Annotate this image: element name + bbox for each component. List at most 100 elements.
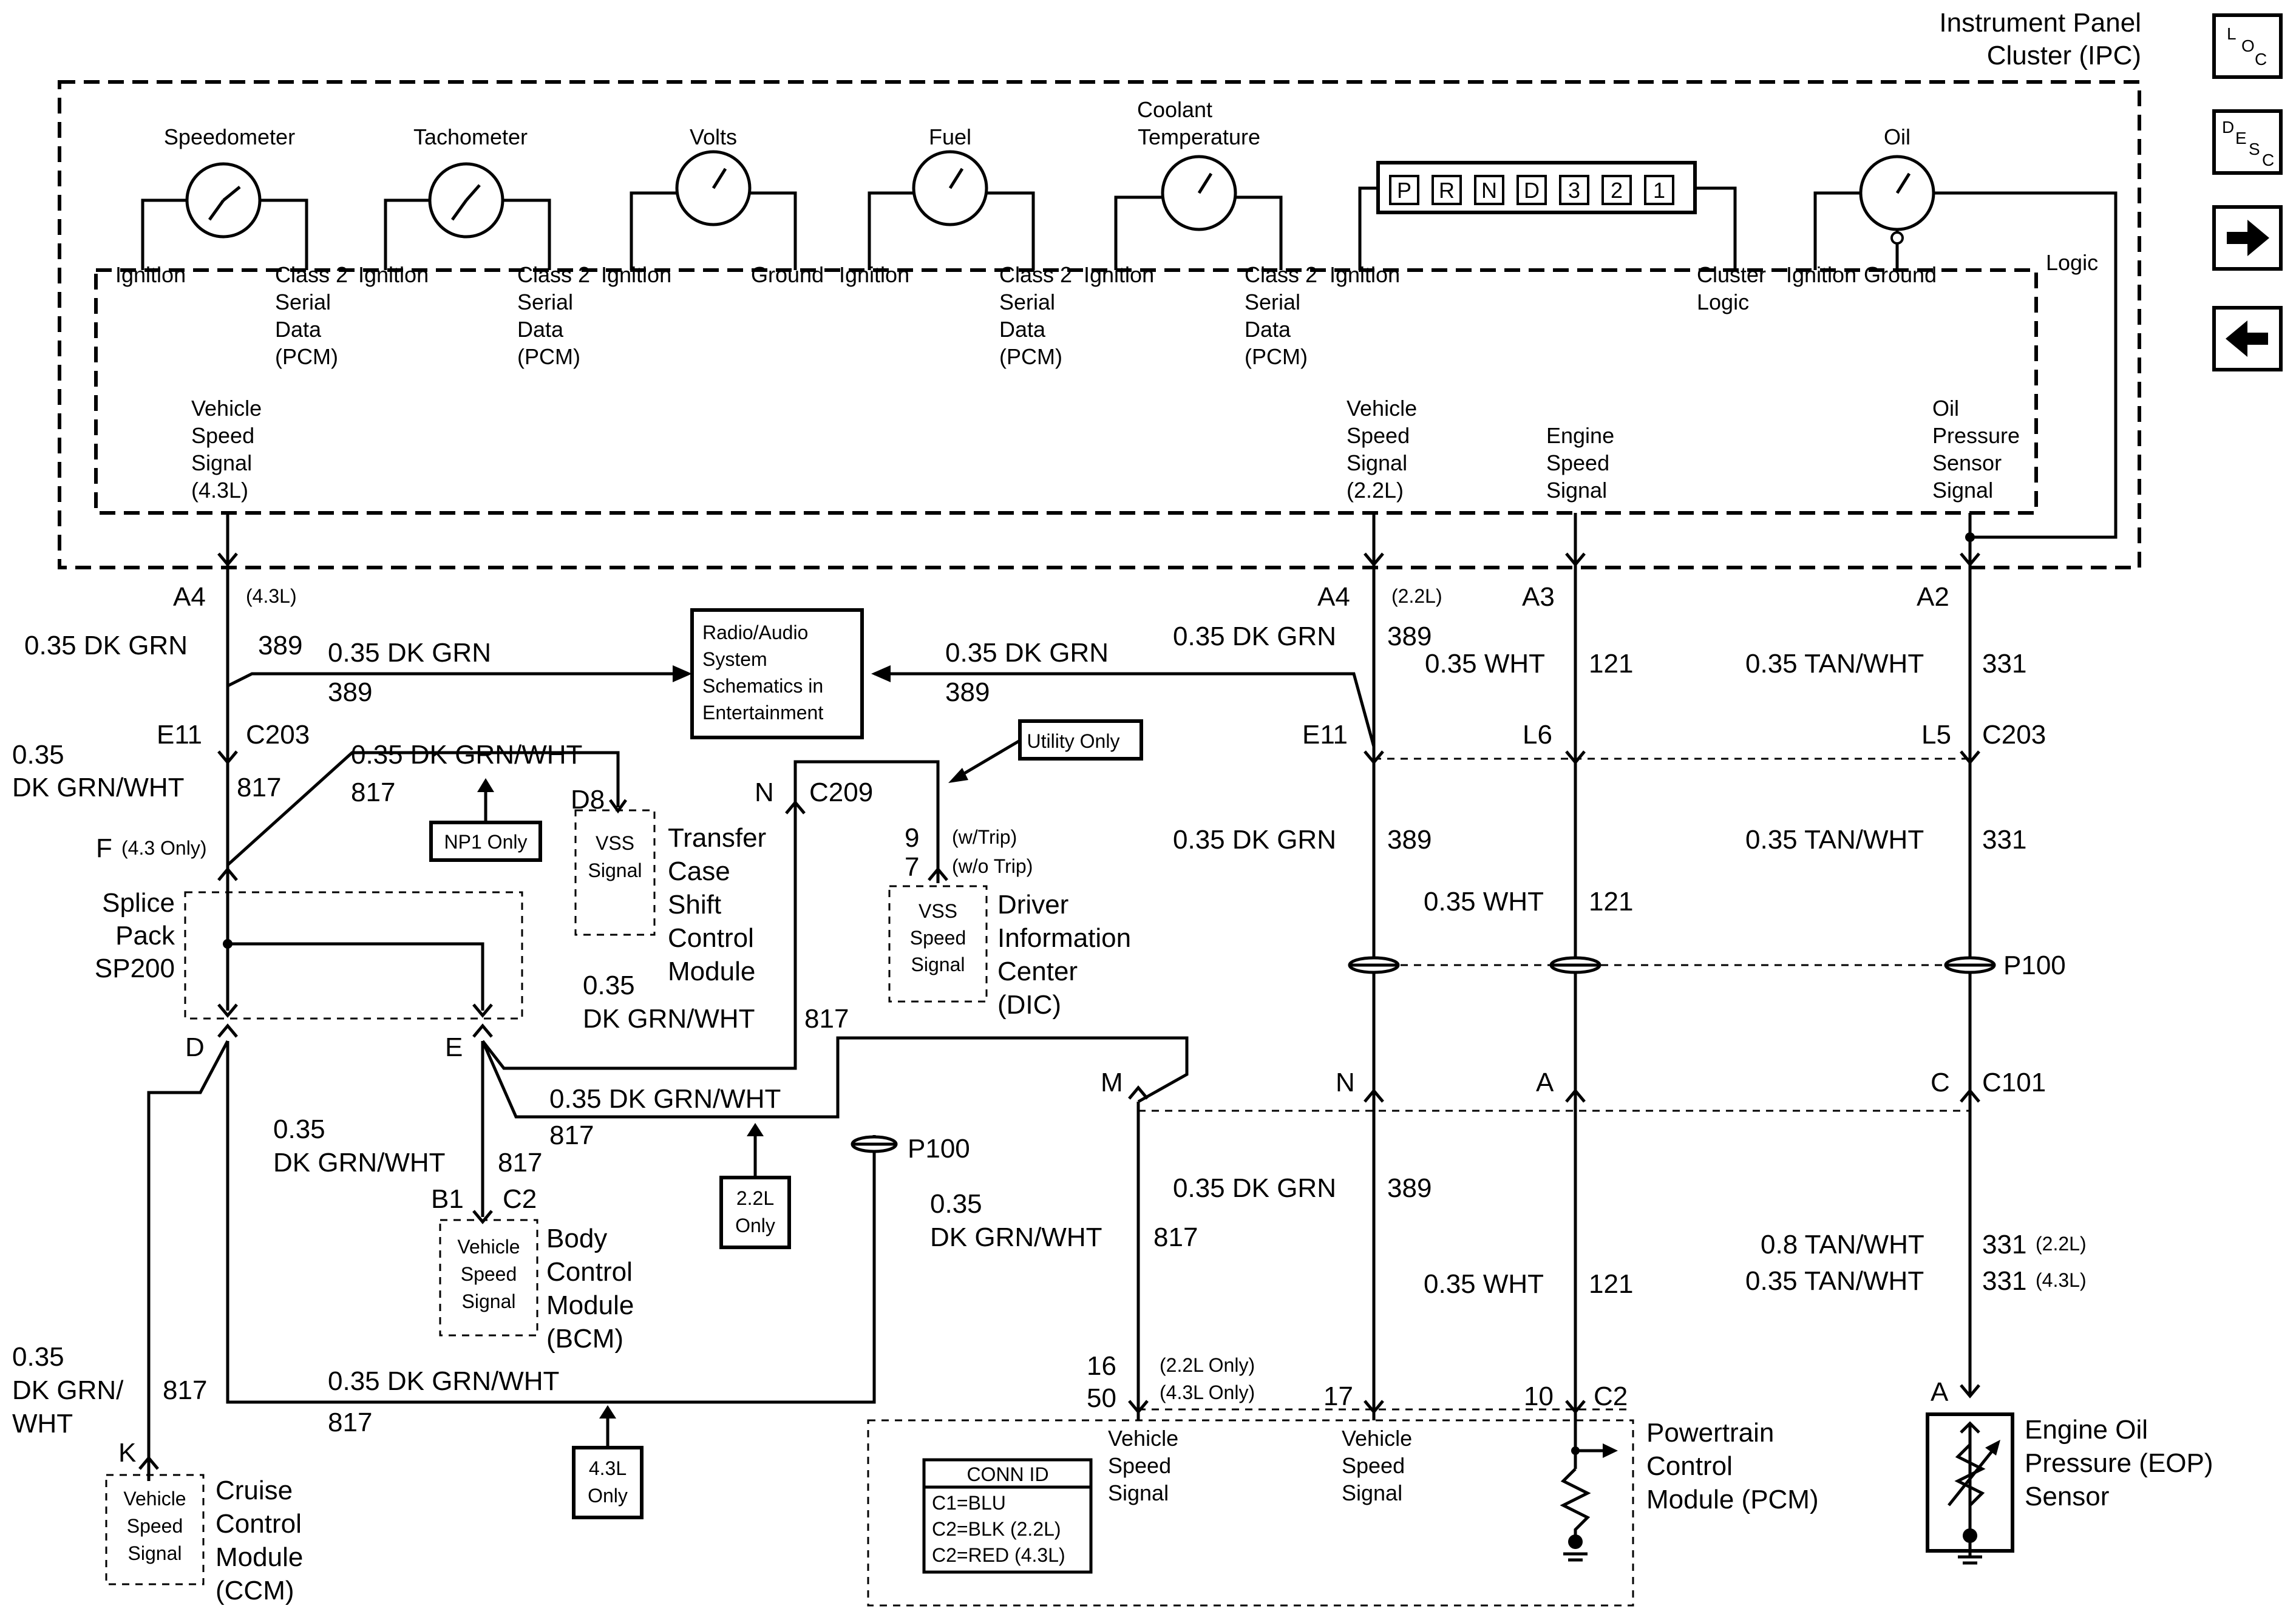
dic-label-2: Information: [997, 923, 1131, 953]
location-button[interactable]: L O C: [2212, 13, 2283, 79]
pin-ess-a: Engine: [1546, 423, 1614, 448]
wire-c209-b: DK GRN/WHT: [583, 1004, 755, 1034]
tachometer-label: Tachometer: [413, 124, 528, 149]
speedometer-label: Speedometer: [164, 124, 295, 149]
conn-a-eop: A: [1931, 1377, 1949, 1407]
wire-bcm-a: 0.35: [273, 1114, 325, 1144]
radio-text-4: Entertainment: [702, 702, 823, 724]
desc-letter-e: E: [2235, 129, 2247, 147]
conn-16: 16: [1087, 1351, 1116, 1381]
dic-vss-3: Signal: [911, 954, 965, 975]
pin-ess-c: Signal: [1546, 478, 1607, 503]
radio-box[interactable]: [690, 608, 864, 739]
conn-e: E: [445, 1032, 463, 1062]
conn-id-c1: C1=BLU: [932, 1492, 1006, 1514]
bcm-box: [439, 1219, 538, 1337]
wire-ccm-b: DK GRN/: [12, 1375, 124, 1405]
splice-label-1: Splice: [102, 888, 175, 918]
conn-c209: C209: [809, 778, 873, 807]
pcm-vss-2a: Vehicle: [1342, 1426, 1412, 1451]
wire-tccm-817: 817: [351, 778, 395, 807]
pin-vss-22-b: Speed: [1347, 423, 1410, 448]
svg-text:3: 3: [1568, 178, 1580, 203]
conn-d8: D8: [571, 785, 605, 815]
pin-logic-7: Logic: [2046, 250, 2098, 275]
prnd-letters: P R N D 3 2 1: [1389, 175, 1674, 205]
circuit-wires: [147, 513, 1975, 1481]
connector-marks: [138, 552, 1980, 1470]
wire-radio-right-dkgrn: 0.35 DK GRN: [945, 638, 1109, 668]
pin-class2-2d: (PCM): [517, 344, 580, 369]
pcm-box: [867, 1419, 1634, 1607]
pin-cluster-b: Logic: [1697, 290, 1749, 314]
radio-text-1: Radio/Audio: [702, 622, 808, 643]
speedometer-gauge: Speedometer: [141, 124, 308, 270]
dic-label-4: (DIC): [997, 990, 1061, 1020]
pcm-vss-1b: Speed: [1108, 1453, 1171, 1478]
conn-m: M: [1101, 1068, 1123, 1097]
pcm-resistor-icon: [1560, 1420, 1618, 1562]
note-22l-2: Only: [735, 1215, 775, 1236]
pin-vss-22-a: Vehicle: [1347, 396, 1417, 421]
conn-p100-left: P100: [908, 1134, 970, 1164]
wire-radio-left-dkgrn: 0.35 DK GRN: [328, 638, 491, 668]
wire-wht-1: 0.35 WHT: [1425, 649, 1545, 679]
note-43l-2: Only: [588, 1485, 628, 1507]
desc-letter-c: C: [2262, 151, 2275, 169]
fuel-label: Fuel: [929, 124, 971, 149]
eop-label-2: Pressure (EOP): [2025, 1448, 2213, 1478]
pin-ops-a: Oil: [1932, 396, 1959, 421]
pin-ignition-4: Ignition: [839, 262, 909, 287]
wire-ccm-817: 817: [163, 1375, 207, 1405]
coolant-label-2: Temperature: [1138, 124, 1260, 149]
description-button[interactable]: D E S C: [2212, 109, 2283, 175]
radio-text-2: System: [702, 648, 767, 670]
labels: P R N D 3 2 1 A4 (4.3L) A4 (2.2L) A3 A2 …: [12, 175, 2213, 1605]
ccm-box: [105, 1474, 205, 1585]
wire-right-dkgrn: 0.35 DK GRN: [1173, 622, 1336, 651]
wire-bottom-dkgrnwht: 0.35 DK GRN/WHT: [328, 1366, 559, 1396]
ccm-label-1: Cruise: [216, 1476, 293, 1505]
tccm-label-3: Shift: [668, 890, 721, 920]
pcm-vss-1c: Signal: [1108, 1480, 1169, 1505]
conn-n: N: [755, 778, 774, 807]
pin-class2-4d: (PCM): [999, 344, 1062, 369]
conn-l5: L5: [1921, 720, 1951, 750]
wire-sp-b: DK GRN/WHT: [12, 773, 185, 802]
wire-331-22-note: (2.2L): [2036, 1233, 2087, 1255]
wire-tanwht-1: 0.35 TAN/WHT: [1745, 649, 1924, 679]
p100-splices: [851, 956, 1996, 1153]
wire-c209-a: 0.35: [583, 971, 635, 1000]
bcm-vss-1: Vehicle: [457, 1236, 520, 1258]
ipc-pin-labels: Ignition Class 2 Serial Data (PCM) Ignit…: [115, 250, 2098, 503]
pin-class2-4b: Serial: [999, 290, 1055, 314]
wire-mid-dkgrn: 0.35 DK GRN: [1173, 825, 1336, 855]
pcm-vss-2c: Signal: [1342, 1480, 1402, 1505]
conn-a4-right: A4: [1317, 582, 1350, 612]
previous-page-button[interactable]: [2212, 306, 2283, 371]
conn-wtrip: (w/Trip): [952, 826, 1017, 848]
note-utility-text: Utility Only: [1027, 730, 1120, 752]
radio-text-3: Schematics in: [702, 675, 823, 697]
pin-ignition-6: Ignition: [1330, 262, 1400, 287]
desc-letter-s: S: [2249, 140, 2260, 158]
desc-letter-d: D: [2222, 118, 2235, 137]
note-np1: [429, 778, 542, 862]
pin-vss-43-d: (4.3L): [191, 478, 248, 503]
loc-letter-l: L: [2227, 24, 2237, 43]
next-page-button[interactable]: [2212, 205, 2283, 271]
pin-class2-5c: Data: [1245, 317, 1291, 342]
ipc-title-2: Cluster (IPC): [1987, 41, 2141, 70]
pin-ignition-5: Ignition: [1084, 262, 1154, 287]
pin-class2-5d: (PCM): [1245, 344, 1308, 369]
tccm-label-2: Case: [668, 856, 730, 886]
pin-vss-22-d: (2.2L): [1347, 478, 1404, 503]
wire-m-b: DK GRN/WHT: [930, 1222, 1102, 1252]
bcm-vss-3: Signal: [462, 1290, 516, 1312]
wire-331-2: 331: [1982, 825, 2026, 855]
pin-vss-22-c: Signal: [1347, 450, 1407, 475]
note-43l-1: 4.3L: [589, 1457, 627, 1479]
wire-tanwht-2: 0.35 TAN/WHT: [1745, 825, 1924, 855]
tccm-box: [574, 809, 656, 936]
